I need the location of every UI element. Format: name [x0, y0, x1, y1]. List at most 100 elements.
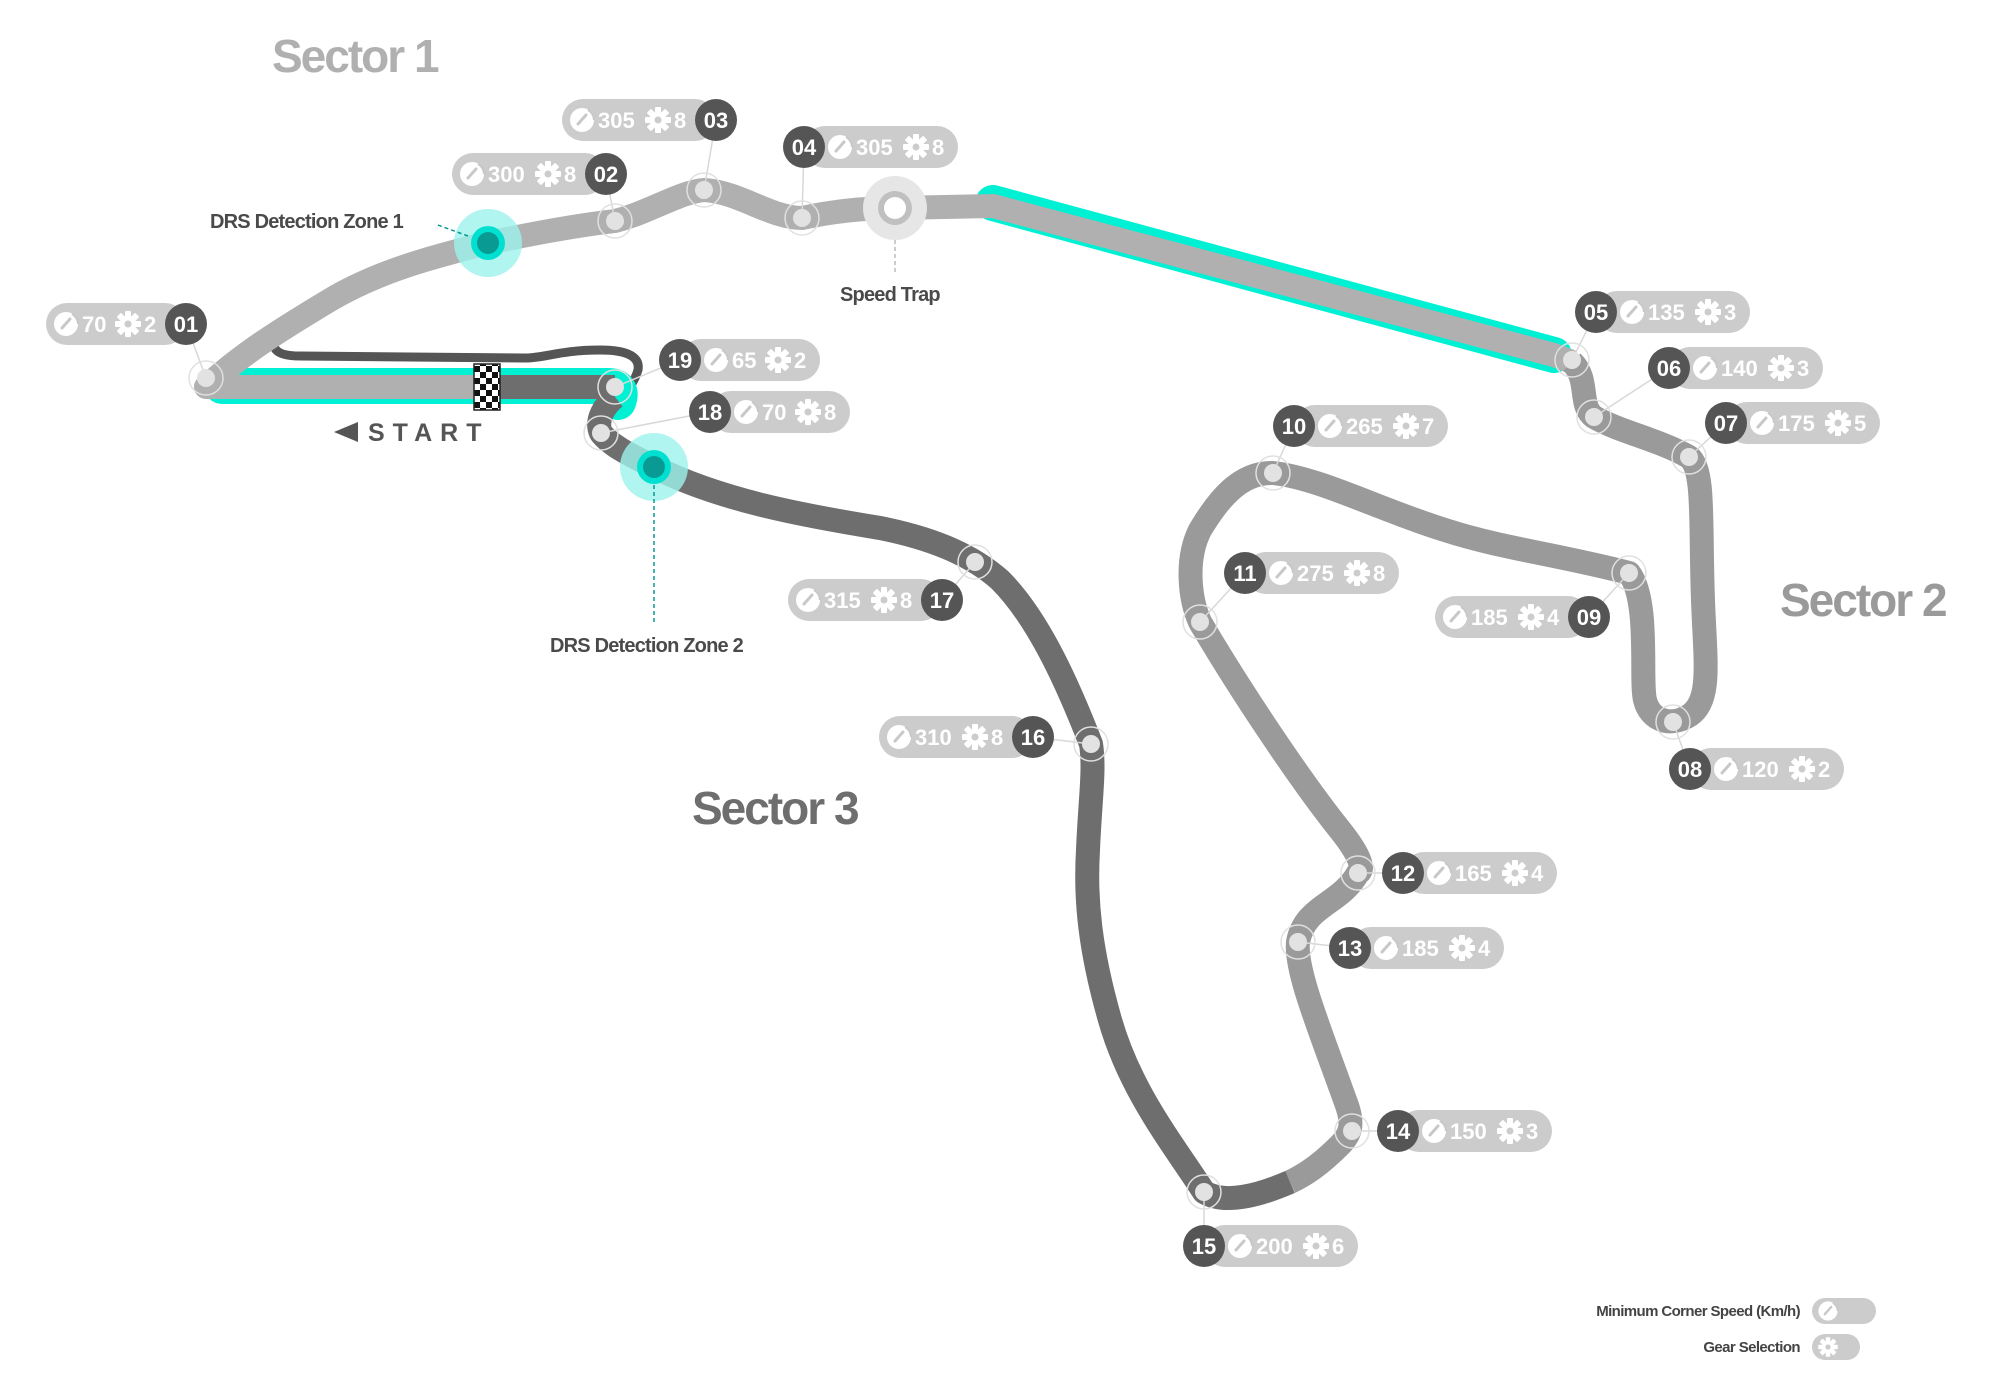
corner-node-ring	[1655, 704, 1691, 740]
corner-node-ring	[1255, 455, 1291, 491]
corner-node	[1343, 1122, 1361, 1140]
gear-icon	[1303, 1233, 1329, 1259]
corner-gear: 2	[1818, 757, 1830, 782]
corner-min-speed: 140	[1721, 356, 1758, 381]
corner-info-pill	[562, 99, 716, 141]
corner-min-speed: 135	[1648, 300, 1685, 325]
corner-number: 07	[1714, 411, 1738, 436]
corner-node	[793, 209, 811, 227]
corner-gear: 8	[900, 588, 912, 613]
corner-gear: 8	[991, 725, 1003, 750]
corner-number-badge	[921, 579, 963, 621]
corner-min-speed: 185	[1471, 605, 1508, 630]
corner-node-ring	[1280, 924, 1316, 960]
gear-icon	[1344, 560, 1370, 586]
speedometer-icon	[1712, 755, 1740, 783]
corner-gear: 3	[1526, 1119, 1538, 1144]
speedometer-icon	[1441, 603, 1469, 631]
speedometer-icon	[794, 586, 822, 614]
start-arrow-icon	[334, 422, 358, 442]
corner-number: 19	[668, 348, 692, 373]
gear-icon	[1497, 1118, 1523, 1144]
legend-gear-label: Gear Selection	[1703, 1339, 1800, 1356]
corner-node-ring	[1186, 1174, 1222, 1210]
corner-node-ring	[686, 172, 722, 208]
corner-number: 13	[1338, 936, 1362, 961]
corner-number-badge	[1705, 402, 1747, 444]
speed-trap-label: Speed Trap	[840, 284, 940, 306]
drs-detection-2-marker[interactable]	[620, 433, 688, 501]
drs-detection-1-marker[interactable]	[454, 209, 522, 277]
corner-gear: 2	[144, 312, 156, 337]
corner-18[interactable]: 70 8 18	[583, 391, 850, 451]
gear-icon	[1789, 756, 1815, 782]
speedometer-icon	[702, 346, 730, 374]
corner-node	[1563, 351, 1581, 369]
gear-icon	[903, 134, 929, 160]
corner-14[interactable]: 150 3 14	[1334, 1110, 1552, 1152]
corner-min-speed: 150	[1450, 1119, 1487, 1144]
corner-number-badge	[1183, 1225, 1225, 1267]
corner-node-ring	[1671, 439, 1707, 475]
speed-trap-marker[interactable]	[863, 176, 927, 240]
corner-gear: 3	[1797, 356, 1809, 381]
corner-node-ring	[1611, 555, 1647, 591]
corner-number: 04	[792, 135, 817, 160]
corner-min-speed: 300	[488, 162, 525, 187]
corner-node	[1680, 448, 1698, 466]
corner-number-badge	[1377, 1110, 1419, 1152]
corner-number-badge	[783, 126, 825, 168]
corner-gear: 8	[824, 400, 836, 425]
corner-node	[197, 369, 215, 387]
corner-node	[695, 181, 713, 199]
corner-number: 10	[1282, 414, 1306, 439]
corner-min-speed: 305	[598, 108, 635, 133]
corner-number: 01	[174, 312, 198, 337]
corner-01[interactable]: 70 2 01	[46, 303, 224, 396]
corner-number: 12	[1391, 861, 1415, 886]
corner-min-speed: 185	[1402, 936, 1439, 961]
gear-icon	[535, 161, 561, 187]
speedometer-icon	[458, 160, 486, 188]
corner-number: 17	[930, 588, 954, 613]
corner-info-pill	[879, 716, 1033, 758]
corner-min-speed: 65	[732, 348, 756, 373]
corner-min-speed: 200	[1256, 1234, 1293, 1259]
corner-gear: 8	[1373, 561, 1385, 586]
corner-min-speed: 70	[762, 400, 786, 425]
corner-gear: 8	[564, 162, 576, 187]
corner-node	[1664, 713, 1682, 731]
legend: Minimum Corner Speed (Km/h) Gear Selecti…	[1596, 1298, 1876, 1360]
corner-min-speed: 70	[82, 312, 106, 337]
corner-number: 18	[698, 400, 722, 425]
corner-number-badge	[585, 153, 627, 195]
corner-gear: 4	[1531, 861, 1544, 886]
corner-gear: 8	[932, 135, 944, 160]
corner-17[interactable]: 315 8 17	[788, 544, 993, 621]
speedometer-icon	[1817, 1300, 1839, 1322]
corner-number-badge	[1575, 291, 1617, 333]
corner-node-ring	[1073, 726, 1109, 762]
corner-number: 14	[1386, 1119, 1411, 1144]
corner-gear: 3	[1724, 300, 1736, 325]
gear-icon	[645, 107, 671, 133]
corner-info-pill	[1435, 596, 1589, 638]
speedometer-icon	[1226, 1232, 1254, 1260]
corner-min-speed: 315	[824, 588, 861, 613]
corner-info-pill	[452, 153, 606, 195]
